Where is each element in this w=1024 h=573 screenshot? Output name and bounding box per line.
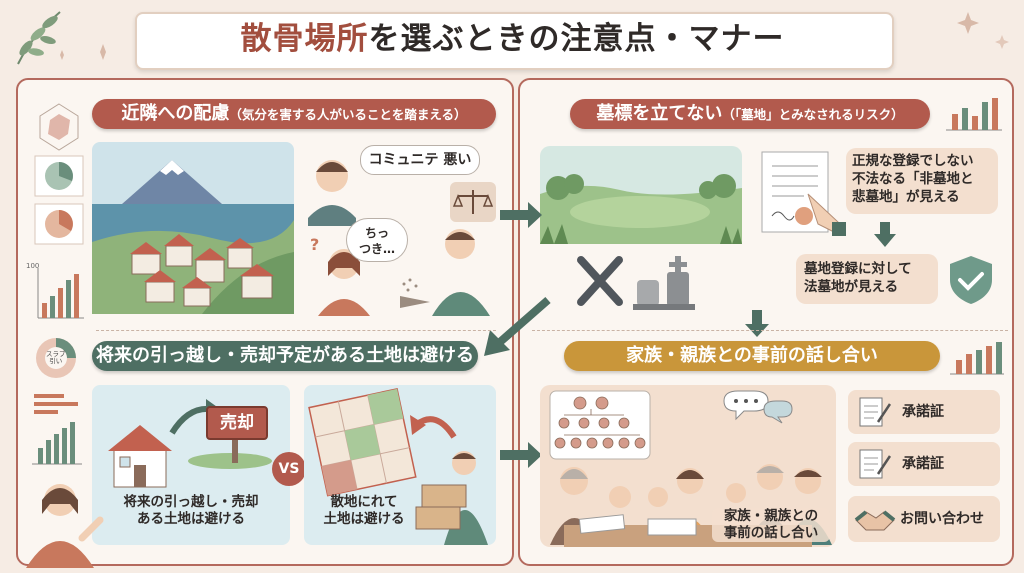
doc-label: お問い合わせ bbox=[900, 511, 984, 527]
mini-bar-chart-decor bbox=[946, 98, 1002, 131]
for-sale-sign: 売却 bbox=[206, 406, 268, 440]
neighbors-people-illustration: ? bbox=[308, 160, 496, 316]
section-heading-gravestone: 墓標を立てない（「墓地」とみなされるリスク） bbox=[570, 99, 930, 129]
doc-card-consent-1: 承諾証 bbox=[848, 390, 1000, 434]
section-heading-moving: 将来の引っ越し・売却予定がある土地は避ける bbox=[92, 341, 478, 371]
legal-grave-card: 墓地登録に対して 法墓地が見える bbox=[796, 254, 938, 304]
title-banner bbox=[135, 12, 894, 70]
family-meeting-illustration bbox=[540, 385, 836, 547]
divider-right bbox=[532, 330, 1008, 331]
shield-check-icon bbox=[950, 256, 992, 304]
caption-moving-left: 将来の引っ越し・売却 ある土地は避ける bbox=[123, 494, 259, 527]
doc-label: 承諾証 bbox=[902, 404, 944, 420]
scattered-land-illustration bbox=[304, 385, 496, 545]
handshake-icon bbox=[854, 510, 896, 531]
speech-bubble-community: コミュニテ 悪い bbox=[360, 145, 480, 175]
doc-card-inquiry: お問い合わせ bbox=[848, 496, 1000, 542]
arrow-right-icon bbox=[500, 202, 542, 228]
caption-family: 家族・親族との 事前の話し合い bbox=[712, 508, 830, 542]
presenter-woman-illustration bbox=[26, 484, 104, 568]
section-heading-neighbors: 近隣への配慮（気分を害する人がいることを踏まえる） bbox=[92, 99, 496, 129]
doc-label: 承諾証 bbox=[902, 456, 944, 472]
section-heading-family: 家族・親族との事前の話し合い bbox=[564, 341, 940, 371]
caption-moving-right: 散地にれて 土地は避ける bbox=[323, 494, 405, 527]
speech-bubble-whisper: ちっ つき… bbox=[346, 218, 408, 262]
document-icon bbox=[859, 397, 892, 427]
mini-charts-decor-left bbox=[34, 103, 84, 319]
mini-bar-chart-decor-2 bbox=[950, 342, 1004, 375]
leaf-sprig-icon bbox=[17, 11, 106, 65]
sparkle-icon bbox=[957, 12, 1009, 49]
mini-axis-label: 100 bbox=[26, 262, 40, 270]
page-title: 散骨場所を選ぶときの注意点・マナー bbox=[240, 21, 785, 57]
vs-badge: VS bbox=[272, 452, 306, 486]
doc-card-consent-2: 承諾証 bbox=[848, 442, 1000, 486]
coastal-town-illustration bbox=[92, 142, 294, 314]
svg-text:?: ? bbox=[310, 235, 319, 254]
arrow-down-left-icon bbox=[484, 296, 551, 356]
no-gravestone-illustration bbox=[577, 256, 695, 310]
arrow-down-icon-2 bbox=[745, 310, 769, 337]
arrow-down-icon bbox=[874, 222, 896, 247]
divider bbox=[96, 330, 496, 331]
arrow-right-icon-2 bbox=[500, 442, 542, 468]
illegal-grave-card: 正規な登録でしない 不法なる「非墓地と 悲墓地」が見える bbox=[846, 148, 998, 214]
document-icon bbox=[859, 449, 892, 479]
document-signing-icon bbox=[761, 151, 846, 236]
mini-charts-decor-left-lower bbox=[32, 338, 82, 465]
open-field-illustration bbox=[540, 146, 742, 244]
donut-label: スラブ 引い bbox=[46, 350, 66, 365]
